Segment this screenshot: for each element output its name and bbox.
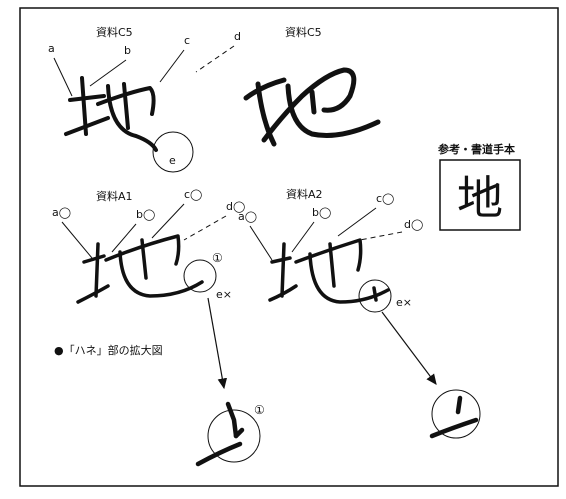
leader-line-a — [53, 57, 73, 97]
callout-c5-d: d — [234, 30, 241, 43]
callout-a2-e: e× — [396, 296, 412, 309]
callout-a2-b: b◯ — [312, 206, 331, 219]
leader-line-a1-b — [111, 223, 137, 253]
leader-line-a2-c — [337, 207, 377, 237]
zoom-detail-a1: ① — [195, 401, 265, 467]
callout-a1-e: e× — [216, 288, 232, 301]
pen-character-a2 — [268, 238, 390, 304]
arrow-to-zoom-a2 — [381, 311, 437, 385]
zoom-marker-a1: ① — [254, 403, 265, 417]
panel-a1-label: 資料A1 — [96, 189, 133, 203]
leader-line-a2-b — [291, 221, 315, 253]
zoom-circle-a2 — [431, 389, 481, 439]
callout-c5-b: b — [124, 44, 131, 57]
brush-character-c5 — [64, 76, 158, 152]
callout-a2-a: a◯ — [238, 210, 257, 223]
reference-box: 参考・書道手本 地 — [438, 142, 521, 231]
callout-a1-a: a◯ — [52, 206, 71, 219]
leader-line-a1-d — [183, 215, 227, 241]
panel-a2-label: 資料A2 — [286, 187, 323, 201]
leader-line-a1-c — [151, 203, 185, 239]
panel-a2: 資料A2 a◯ b◯ c◯ d◯ e× — [238, 187, 423, 313]
outer-frame — [19, 7, 559, 487]
leader-line-d — [195, 45, 235, 73]
zoom-circle-a1 — [207, 409, 261, 463]
marker-a1: ① — [212, 251, 223, 265]
callout-a2-d: d◯ — [404, 218, 423, 231]
callout-a1-d: d◯ — [226, 200, 245, 213]
panel-c5-plain: 資料C5 — [243, 25, 381, 147]
zoom-hook-a1 — [195, 401, 245, 467]
zoom-hook-a2 — [429, 395, 479, 439]
callout-c5-c: c — [184, 34, 190, 47]
callout-a1-b: b◯ — [136, 208, 155, 221]
arrow-to-zoom-a1 — [207, 297, 228, 390]
panel-c5-left-label: 資料C5 — [96, 25, 133, 39]
leader-line-c — [159, 49, 185, 83]
leader-line-b — [89, 59, 127, 87]
reference-character: 地 — [457, 171, 503, 225]
leader-line-a1-a — [61, 221, 93, 259]
reference-title: 参考・書道手本 — [438, 142, 515, 156]
panel-c5-right-label: 資料C5 — [285, 25, 322, 39]
leader-line-a2-a — [249, 225, 273, 261]
highlight-circle-a2-e — [358, 279, 392, 313]
legend-text: ●「ハネ」部の拡大図 — [54, 343, 163, 357]
highlight-circle-a1-e — [183, 259, 217, 293]
brush-character-c5-plain — [243, 67, 381, 147]
zoom-detail-a2 — [429, 389, 481, 439]
leader-line-a2-d — [359, 231, 403, 241]
callout-a1-c: c◯ — [184, 188, 202, 201]
callout-c5-e: e — [169, 154, 176, 167]
reference-frame — [439, 159, 521, 231]
callout-a2-c: c◯ — [376, 192, 394, 205]
pen-character-a1 — [76, 234, 204, 304]
panel-a1: 資料A1 a◯ b◯ c◯ d◯ ① e× — [52, 188, 245, 304]
callout-c5-a: a — [48, 42, 55, 55]
highlight-circle-e — [152, 131, 194, 173]
panel-c5-annotated: 資料C5 a b c d e — [48, 25, 241, 173]
